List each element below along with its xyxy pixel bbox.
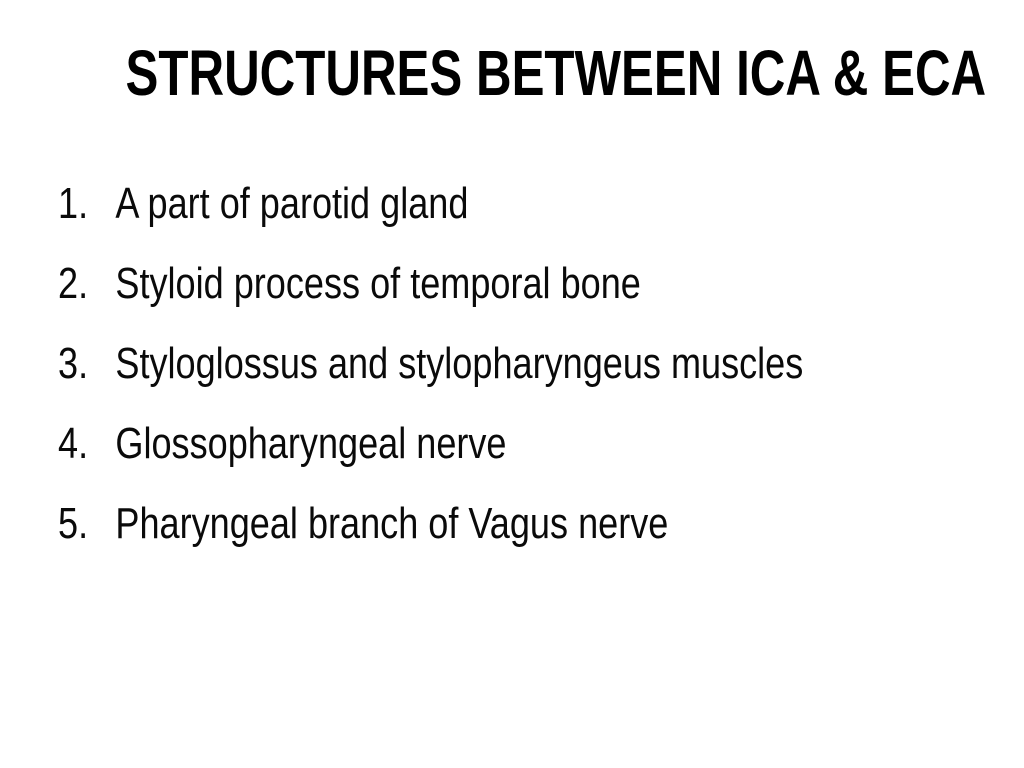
structures-list: 1. A part of parotid gland 2. Styloid proc… [58,164,967,564]
list-item-text: Styloglossus and stylopharyngeus muscles [115,339,804,388]
list-item: 4. Glossopharyngeal nerve [58,404,803,484]
list-item-text: Glossopharyngeal nerve [115,419,507,468]
list-item: 3. Styloglossus and stylopharyngeus muscl… [58,324,803,404]
list-item: 2. Styloid process of temporal bone [58,244,803,324]
list-item-number: 4. [58,419,89,468]
slide-title-text: STRUCTURES BETWEEN ICA & ECA [125,37,987,109]
list-item: 5. Pharyngeal branch of Vagus nerve [58,484,803,564]
slide-title: STRUCTURES BETWEEN ICA & ECA [0,41,1021,105]
list-item-number: 2. [58,259,89,308]
list-item-number: 5. [58,499,89,548]
list-item-number: 3. [58,339,89,388]
list-item: 1. A part of parotid gland [58,164,803,244]
list-item-text: Styloid process of temporal bone [115,259,641,308]
list-item-number: 1. [58,179,89,228]
list-item-text: Pharyngeal branch of Vagus nerve [115,499,669,548]
list-item-text: A part of parotid gland [115,179,469,228]
